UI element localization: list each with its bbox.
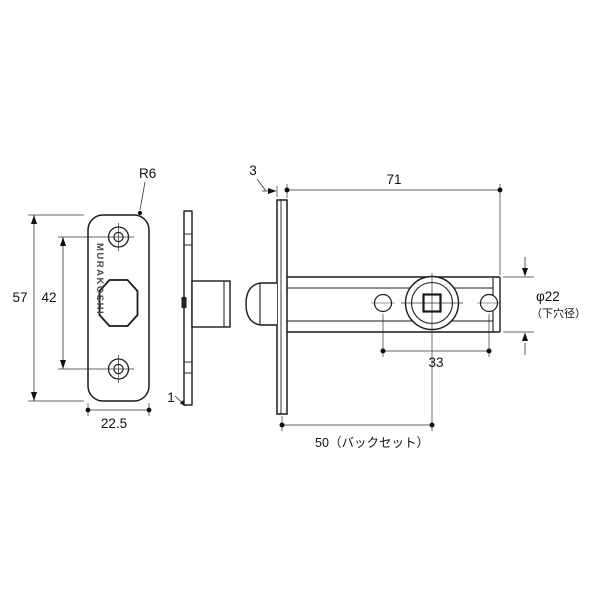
dimension-dot [146, 407, 152, 413]
arrowhead [31, 392, 37, 401]
assembly-faceplate [276, 199, 288, 415]
arrowhead [31, 215, 37, 224]
assembly-centerlines [371, 273, 501, 431]
dim-phi22-note: （下穴径） [531, 306, 586, 320]
dimension-dot [279, 422, 285, 428]
assembly-view [245, 199, 501, 415]
dimension-dot [429, 422, 435, 428]
dim-33-label: 33 [428, 355, 443, 370]
dim-overall-height: 57 [12, 214, 84, 402]
dim-hole-pitch: 33 [380, 314, 492, 370]
spindle-square-hole [422, 293, 442, 313]
arrowhead [268, 188, 277, 194]
dim-50-backset-label: 50（バックセット） [315, 436, 429, 450]
dimension-dot [486, 348, 492, 354]
brand-logo-text: MURAKOSHI [94, 243, 105, 315]
dim-bore-diameter: φ22 （下穴径） [503, 257, 586, 355]
faceplate-outline [87, 214, 150, 402]
dim-42-label: 42 [41, 290, 56, 305]
dim-case-length: 71 [284, 172, 503, 275]
arrowhead [522, 332, 528, 341]
dimension-dot [497, 187, 503, 193]
dim-screw-pitch: 42 [41, 237, 66, 369]
leader-line [256, 178, 267, 192]
dim-backset: 50（バックセット） [279, 416, 435, 450]
leader-line [139, 181, 146, 211]
latch-bolt-front [245, 282, 277, 326]
dim-phi22-label: φ22 [536, 289, 560, 304]
front-view-centerlines [58, 223, 134, 383]
callout-corner-radius: R6 [137, 166, 156, 216]
leader-line [174, 395, 182, 403]
r6-label: R6 [139, 166, 156, 181]
latch-bolt-opening [98, 279, 139, 327]
side-view [181, 210, 231, 406]
arrowhead [60, 360, 66, 369]
dim-57-label: 57 [12, 290, 27, 305]
arrowhead [522, 268, 528, 277]
dim-plate-width: 22.5 [85, 403, 152, 431]
arrowhead [60, 237, 66, 246]
dim-22-5-label: 22.5 [101, 416, 127, 431]
dim-1-label: 1 [167, 390, 175, 405]
strike-mark [181, 297, 187, 308]
dimension-dot [85, 407, 91, 413]
dimension-dot [380, 348, 386, 354]
dim-71-label: 71 [386, 172, 401, 187]
dim-faceplate-thickness: 3 [249, 163, 278, 197]
dim-3-label: 3 [249, 163, 257, 178]
dimension-dot [284, 187, 290, 193]
leader-dot [137, 210, 143, 216]
